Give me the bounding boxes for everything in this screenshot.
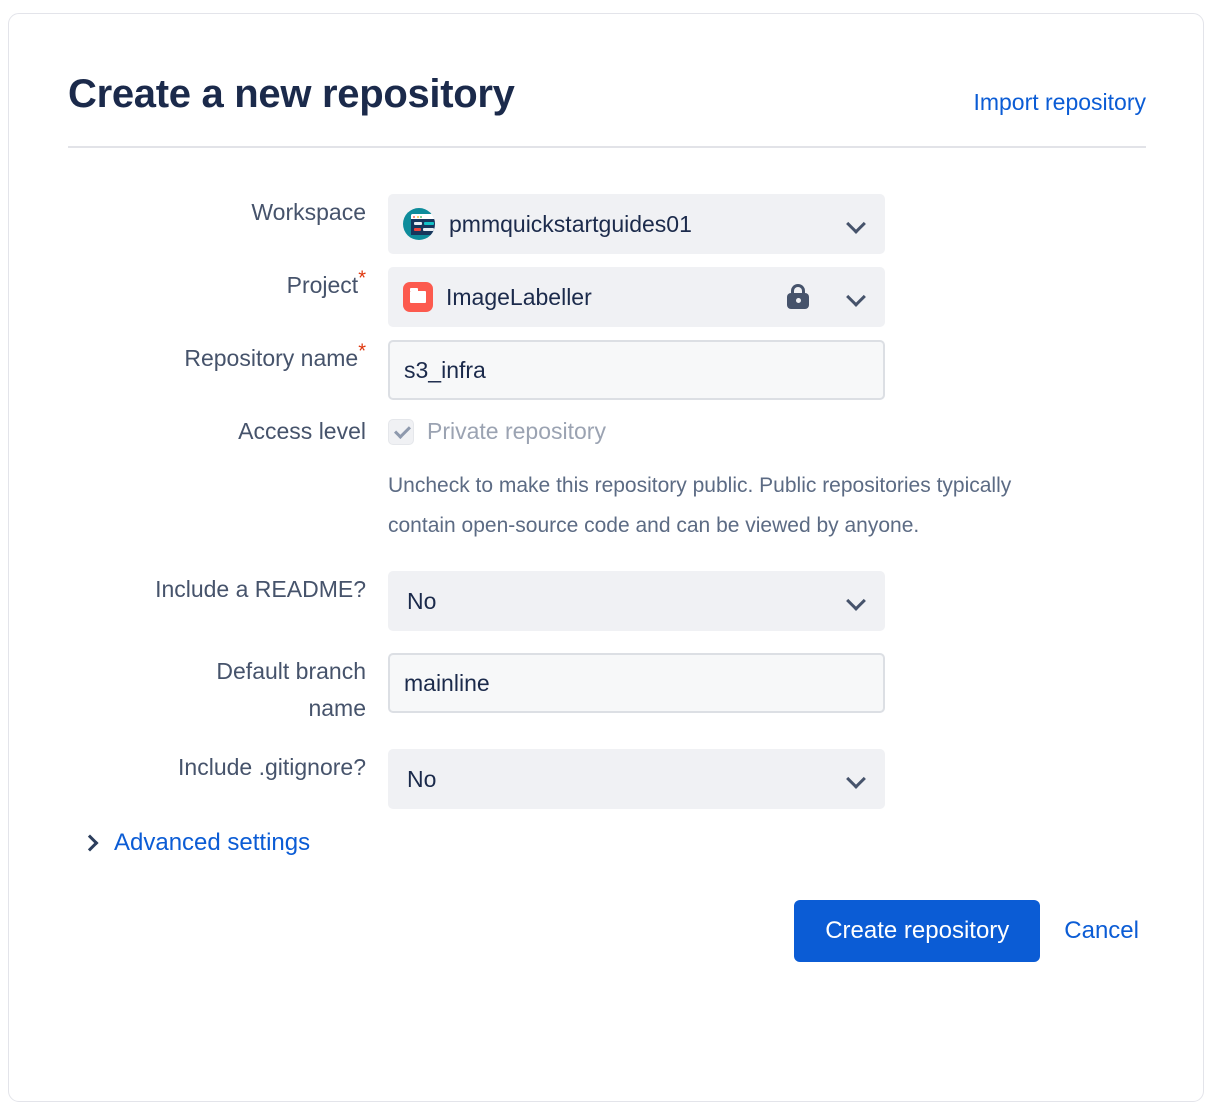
create-repository-form: Workspace [68,194,1146,962]
repository-name-input[interactable] [388,340,885,400]
default-branch-name-input[interactable] [388,653,885,713]
access-level-help-text: Uncheck to make this repository public. … [388,474,1012,537]
project-value: ImageLabeller [446,283,592,310]
private-repository-checkbox-row[interactable]: Private repository [388,417,1146,446]
include-readme-value: No [407,587,437,614]
chevron-down-icon [846,214,866,234]
project-label-text: Project [286,272,359,298]
header-divider [68,146,1146,148]
private-repository-checkbox-label: Private repository [427,418,606,444]
card-header: Create a new repository Import repositor… [68,71,1146,117]
default-branch-name-label-line2: name [308,695,366,721]
project-folder-icon [403,282,433,312]
include-readme-select[interactable]: No [388,571,885,631]
workspace-avatar-icon [403,208,435,240]
form-row-workspace: Workspace [68,194,1146,254]
repository-name-field [388,340,1146,400]
workspace-field: pmmquickstartguides01 [388,194,1146,254]
repository-name-required-marker: * [358,340,366,363]
chevron-right-icon [82,835,98,851]
include-gitignore-select[interactable]: No [388,749,885,809]
access-level-field: Private repository Uncheck to make this … [388,413,1146,546]
advanced-settings-link[interactable]: Advanced settings [114,829,311,856]
form-row-access-level: Access level Private repository Uncheck … [68,413,1146,546]
create-repository-button[interactable]: Create repository [794,900,1041,962]
repository-name-label-text: Repository name [184,345,359,371]
workspace-label: Workspace [251,199,366,225]
include-readme-field: No [388,571,1146,631]
create-repository-card: Create a new repository Import repositor… [8,13,1204,1102]
form-row-project: Project* ImageLabeller [68,267,1146,327]
form-row-default-branch-name: Default branch name [68,653,1146,727]
default-branch-name-label: Default branch name [68,653,388,727]
import-repository-link[interactable]: Import repository [973,89,1146,115]
include-readme-label: Include a README? [155,576,366,602]
project-field: ImageLabeller [388,267,1146,327]
chevron-down-icon [846,591,866,611]
chevron-down-icon [846,769,866,789]
form-footer: Create repository Cancel [68,900,1146,962]
include-gitignore-label: Include .gitignore? [178,754,366,780]
access-level-label: Access level [238,418,366,444]
card-content: Create a new repository Import repositor… [68,71,1146,962]
workspace-value: pmmquickstartguides01 [449,210,692,237]
default-branch-name-field [388,653,1146,713]
cancel-button[interactable]: Cancel [1058,917,1145,945]
default-branch-name-label-line1: Default branch [216,658,366,684]
project-label: Project* [68,267,388,304]
form-row-include-readme: Include a README? No [68,571,1146,631]
project-required-marker: * [358,267,366,290]
include-gitignore-field: No [388,749,1146,809]
include-gitignore-value: No [407,765,437,792]
chevron-down-icon [846,287,866,307]
form-row-repository-name: Repository name* [68,340,1146,400]
project-select[interactable]: ImageLabeller [388,267,885,327]
lock-icon [786,284,810,310]
advanced-settings-toggle[interactable]: Advanced settings [68,829,1146,857]
repository-name-label: Repository name* [68,340,388,377]
page-title: Create a new repository [68,72,515,116]
workspace-select[interactable]: pmmquickstartguides01 [388,194,885,254]
form-row-include-gitignore: Include .gitignore? No [68,749,1146,809]
private-repository-checkbox[interactable] [388,418,414,445]
